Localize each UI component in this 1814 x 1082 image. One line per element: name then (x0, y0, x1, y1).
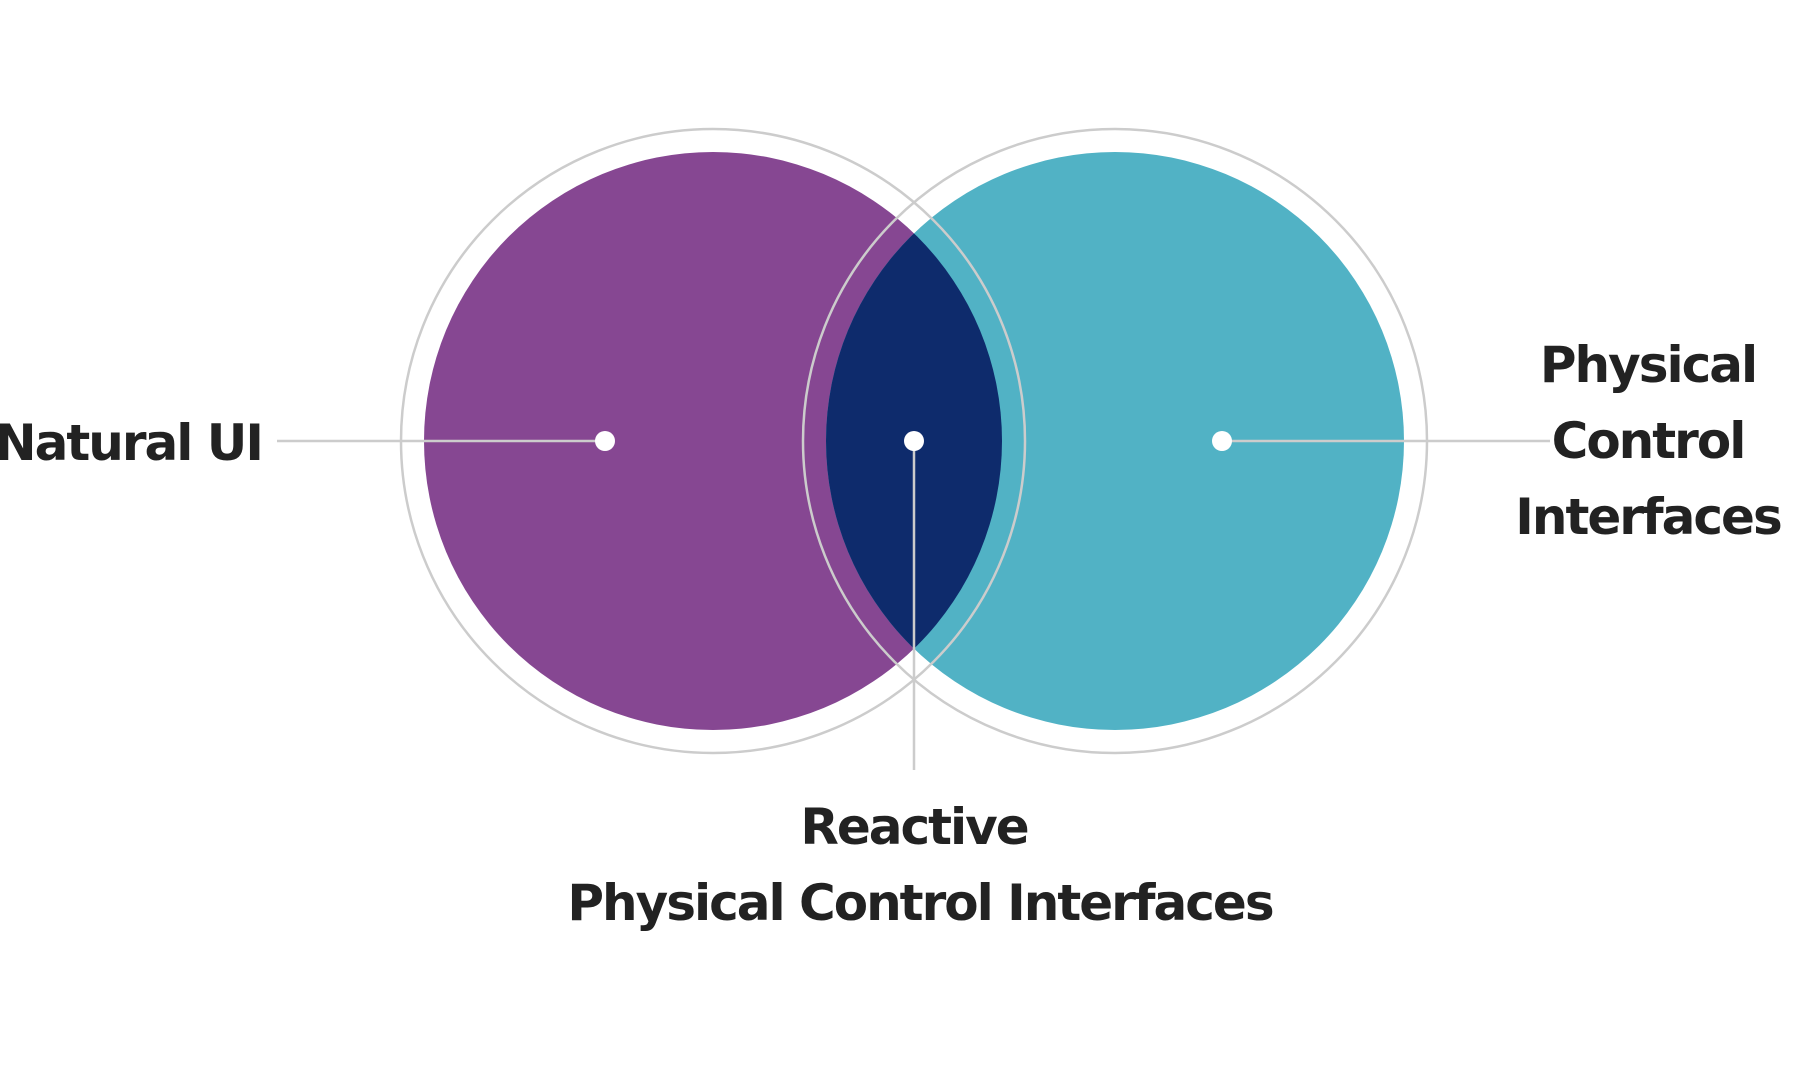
physical-control-interfaces-label-line-1: Physical (1540, 336, 1756, 394)
intersection-label-line-1: Reactive (800, 798, 1027, 856)
physical-control-interfaces-marker-dot (1212, 431, 1232, 451)
physical-control-interfaces-label-line-3: Interfaces (1515, 488, 1781, 546)
physical-control-interfaces-label-line-2: Control (1552, 412, 1745, 470)
natural-ui-marker-dot (595, 431, 615, 451)
intersection-marker-dot (904, 431, 924, 451)
natural-ui-label: Natural UI (0, 414, 262, 472)
intersection-label-line-2: Physical Control Interfaces (567, 874, 1272, 932)
natural-ui-circle (424, 152, 1002, 730)
physical-control-interfaces-circle (826, 152, 1404, 730)
